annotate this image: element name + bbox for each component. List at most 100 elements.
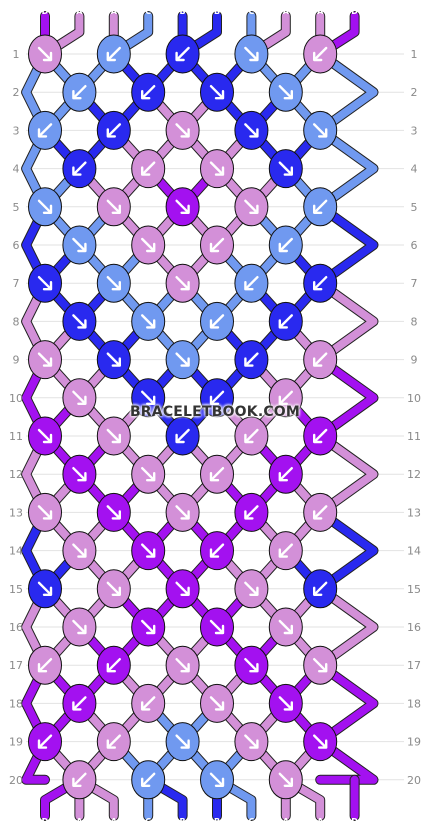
arrow-down-right-icon — [106, 428, 122, 444]
bottom-strand-letter: C — [145, 817, 151, 826]
arrow-down-left-icon — [313, 505, 328, 520]
arrow-down-left-icon — [140, 696, 156, 711]
arrow-down-right-icon — [278, 772, 293, 787]
arrow-down-right-icon — [175, 199, 190, 215]
knot — [131, 454, 166, 494]
knot — [268, 607, 303, 647]
row-number-right: 16 — [407, 621, 421, 634]
arrow-down-right-icon — [244, 581, 259, 596]
arrow-down-left-icon — [72, 772, 87, 787]
arrow-down-right-icon — [175, 658, 190, 673]
arrow-down-right-icon — [140, 543, 156, 558]
top-strand-letter: D — [42, 7, 49, 16]
arrow-down-right-icon — [106, 581, 122, 596]
arrow-down-left-icon — [72, 696, 87, 711]
arrow-down-right-icon — [106, 505, 122, 520]
top-strand-letter: B — [214, 7, 220, 16]
knot — [62, 683, 97, 723]
knot — [303, 263, 338, 303]
bottom-strand-letter: B — [214, 817, 220, 826]
arrow-down-right-icon — [278, 619, 293, 635]
knot — [268, 149, 303, 189]
bottom-strand-letter: D — [42, 817, 49, 826]
arrow-down-right-icon — [209, 619, 225, 635]
knot — [268, 301, 303, 341]
arrow-down-right-icon — [140, 390, 156, 405]
knot — [234, 110, 269, 150]
row-number-left: 15 — [9, 583, 23, 596]
arrow-down-right-icon — [175, 123, 190, 138]
bottom-strand-letter: A — [76, 817, 83, 826]
arrow-down-right-icon — [106, 276, 122, 291]
arrow-down-left-icon — [209, 314, 225, 329]
arrow-down-left-icon — [278, 237, 293, 253]
knot — [200, 607, 234, 647]
edge-thread-segment — [316, 737, 378, 784]
knot — [165, 34, 200, 74]
row-number-right: 19 — [407, 736, 421, 749]
knot — [234, 34, 269, 74]
arrow-down-right-icon — [175, 505, 190, 520]
knot — [234, 187, 269, 227]
arrow-down-right-icon — [140, 314, 156, 329]
knot — [165, 645, 200, 685]
row-number-right: 20 — [407, 774, 421, 787]
row-number-right: 18 — [407, 697, 421, 710]
row-number-left: 8 — [13, 315, 20, 328]
edge-thread-segment — [316, 584, 378, 670]
row-number-left: 17 — [9, 659, 23, 672]
arrow-down-left-icon — [313, 428, 328, 444]
knot — [96, 34, 131, 74]
arrow-down-right-icon — [175, 276, 190, 291]
row-number-right: 2 — [411, 86, 418, 99]
row-number-left: 14 — [9, 545, 23, 558]
row-number-left: 10 — [9, 392, 23, 405]
row-number-right: 10 — [407, 392, 421, 405]
arrow-down-right-icon — [244, 658, 259, 673]
row-number-right: 4 — [411, 163, 418, 176]
edge-thread-segment — [316, 202, 378, 288]
top-strand-letter: C — [145, 7, 151, 16]
arrow-down-left-icon — [313, 352, 328, 367]
arrow-down-left-icon — [313, 199, 328, 215]
knot — [131, 301, 166, 341]
arrow-down-left-icon — [140, 161, 156, 176]
arrow-down-right-icon — [140, 237, 156, 253]
knot — [234, 569, 269, 609]
knot — [165, 569, 200, 609]
arrow-down-right-icon — [313, 734, 328, 749]
row-number-left: 7 — [13, 277, 20, 290]
arrow-down-left-icon — [209, 467, 225, 482]
bottom-strand-letter: A — [317, 817, 324, 826]
knot — [62, 531, 97, 571]
bottom-strand-letter: A — [111, 817, 118, 826]
knot — [234, 263, 269, 303]
knot — [200, 378, 234, 418]
knot — [303, 110, 338, 150]
arrow-down-left-icon — [37, 734, 53, 749]
knot — [96, 187, 131, 227]
top-strand-letter: A — [317, 7, 324, 16]
arrow-down-left-icon — [106, 123, 122, 138]
knot — [268, 760, 303, 800]
edge-thread-segment — [316, 279, 378, 364]
arrow-down-left-icon — [37, 658, 53, 673]
knot — [200, 454, 234, 494]
knot — [268, 225, 303, 265]
knot — [234, 340, 269, 380]
arrow-down-right-icon — [37, 199, 53, 215]
knot — [234, 645, 269, 685]
arrow-down-right-icon — [72, 390, 87, 405]
knot — [303, 187, 338, 227]
top-strand-letter: C — [248, 7, 254, 16]
knot — [165, 340, 200, 380]
arrow-down-right-icon — [72, 467, 87, 482]
top-strand-letter: A — [76, 7, 83, 16]
knot — [200, 72, 234, 112]
arrow-down-right-icon — [209, 772, 225, 787]
row-number-left: 11 — [9, 430, 23, 443]
arrow-down-right-icon — [175, 352, 190, 367]
edge-thread-segment — [316, 126, 378, 211]
